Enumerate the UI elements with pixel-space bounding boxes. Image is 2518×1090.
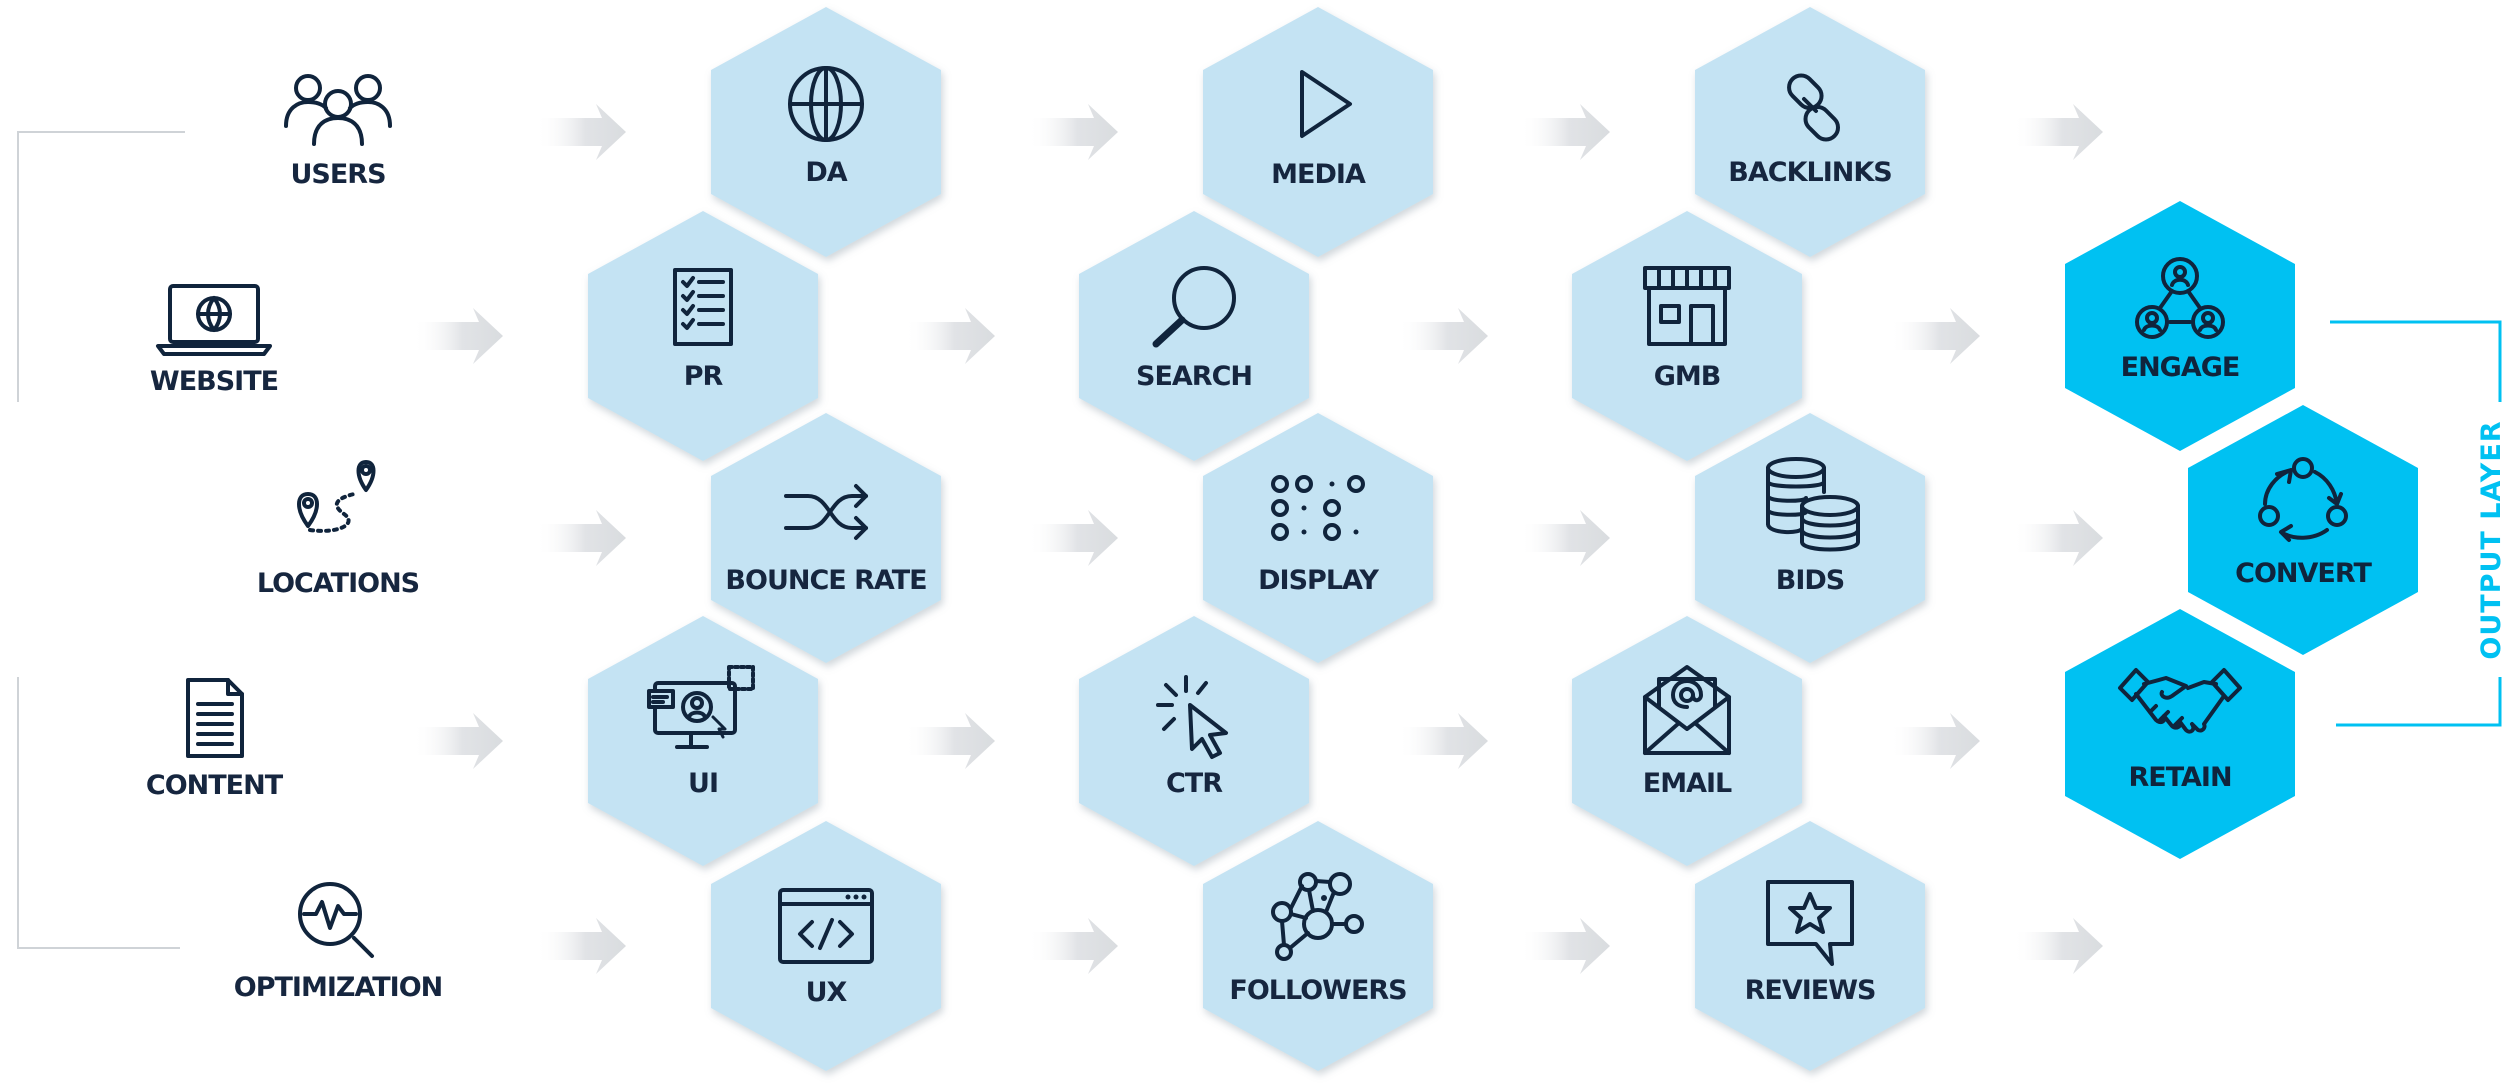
checklist-icon [673,268,733,346]
hex-label-bounce-rate: BOUNCE RATE [725,565,926,596]
output-convert: CONVERT [2188,405,2418,655]
flow-arrow [536,510,626,566]
hex-pr: PR [588,211,818,461]
coins-icon [1766,457,1860,552]
input-label-content: CONTENT [146,770,284,801]
hex-display: DISPLAY [1203,413,1433,663]
hex-gmb: GMB [1572,211,1802,461]
chain-link-icon [1787,73,1840,142]
hex-reviews: REVIEWS [1695,821,1925,1071]
output-bracket [2330,320,2502,727]
hex-label-display: DISPLAY [1258,565,1379,596]
hex-label-da: DA [805,157,847,188]
map-route-icon [297,460,376,533]
hex-label-ctr: CTR [1166,768,1223,799]
hex-da: DA [711,7,941,257]
play-icon [1300,70,1352,138]
hex-bounce-rate: BOUNCE RATE [711,413,941,663]
hex-followers: FOLLOWERS [1203,821,1433,1071]
flow-arrow [536,104,626,160]
storefront-icon [1643,266,1731,346]
hex-label-followers: FOLLOWERS [1229,975,1406,1006]
flow-arrow [1520,918,1610,974]
output-layer-label: OUTPUT LAYER [2476,420,2507,659]
input-optimization: OPTIMIZATION [234,882,443,1003]
hex-label-pr: PR [684,361,724,392]
star-bubble-icon [1766,880,1854,966]
input-users: USERS [284,74,392,190]
hex-ctr: CTR [1079,616,1309,866]
output-label-retain: RETAIN [2128,762,2231,793]
monitor-ui-icon [647,665,755,749]
output-label-engage: ENGAGE [2121,352,2240,383]
flow-arrow [1028,104,1118,160]
hex-bids: BIDS [1695,413,1925,663]
globe-icon [788,66,864,142]
flow-arrows [413,104,2103,974]
cursor-click-icon [1156,675,1228,759]
flow-arrow [2013,104,2103,160]
users-icon [284,74,392,146]
flow-arrow [1398,308,1488,364]
flow-arrow [1398,713,1488,769]
hex-label-gmb: GMB [1654,361,1721,392]
flow-arrow [2013,918,2103,974]
input-label-website: WEBSITE [150,366,278,397]
envelope-icon [1643,665,1731,755]
magnifier-icon [1152,266,1236,348]
output-engage: ENGAGE [2065,201,2295,451]
hex-search: SEARCH [1079,211,1309,461]
flow-arrow [1028,918,1118,974]
input-locations: LOCATIONS [257,460,420,599]
hex-label-ux: UX [806,977,848,1008]
flow-arrow [905,713,995,769]
hex-label-ui: UI [688,768,718,799]
cycle-icon [2258,457,2348,542]
input-content: CONTENT [146,678,285,801]
hex-label-email: EMAIL [1643,768,1732,799]
output-retain: RETAIN [2065,609,2295,859]
output-label-convert: CONVERT [2235,558,2372,589]
hex-media: MEDIA [1203,7,1433,257]
input-bracket [17,131,185,949]
code-window-icon [778,888,874,964]
hex-label-backlinks: BACKLINKS [1728,157,1891,188]
flow-arrow [536,918,626,974]
flow-arrow [1520,104,1610,160]
input-label-optimization: OPTIMIZATION [234,972,443,1003]
hex-label-reviews: REVIEWS [1745,975,1876,1006]
flow-arrow [1520,510,1610,566]
flow-arrow [1890,308,1980,364]
flow-arrow [2013,510,2103,566]
people-network-icon [2135,257,2225,339]
hex-backlinks: BACKLINKS [1695,7,1925,257]
flow-arrow [1890,713,1980,769]
input-website: WEBSITE [150,284,279,397]
flow-arrow [413,308,503,364]
hex-ui: UI [588,616,818,866]
document-icon [186,678,244,758]
hex-label-media: MEDIA [1271,159,1366,190]
shuffle-icon [784,484,868,540]
network-icon [1271,872,1364,961]
pulse-search-icon [298,882,374,958]
laptop-globe-icon [156,284,272,356]
hex-ux: UX [711,821,941,1071]
handshake-icon [2118,668,2242,734]
dots-grid-icon [1271,475,1365,541]
flow-arrow [905,308,995,364]
input-label-users: USERS [290,159,385,190]
flow-arrow [1028,510,1118,566]
flow-arrow [413,713,503,769]
input-label-locations: LOCATIONS [257,568,419,599]
hex-label-bids: BIDS [1776,565,1844,596]
hex-email: EMAIL [1572,616,1802,866]
hex-label-search: SEARCH [1136,361,1252,392]
